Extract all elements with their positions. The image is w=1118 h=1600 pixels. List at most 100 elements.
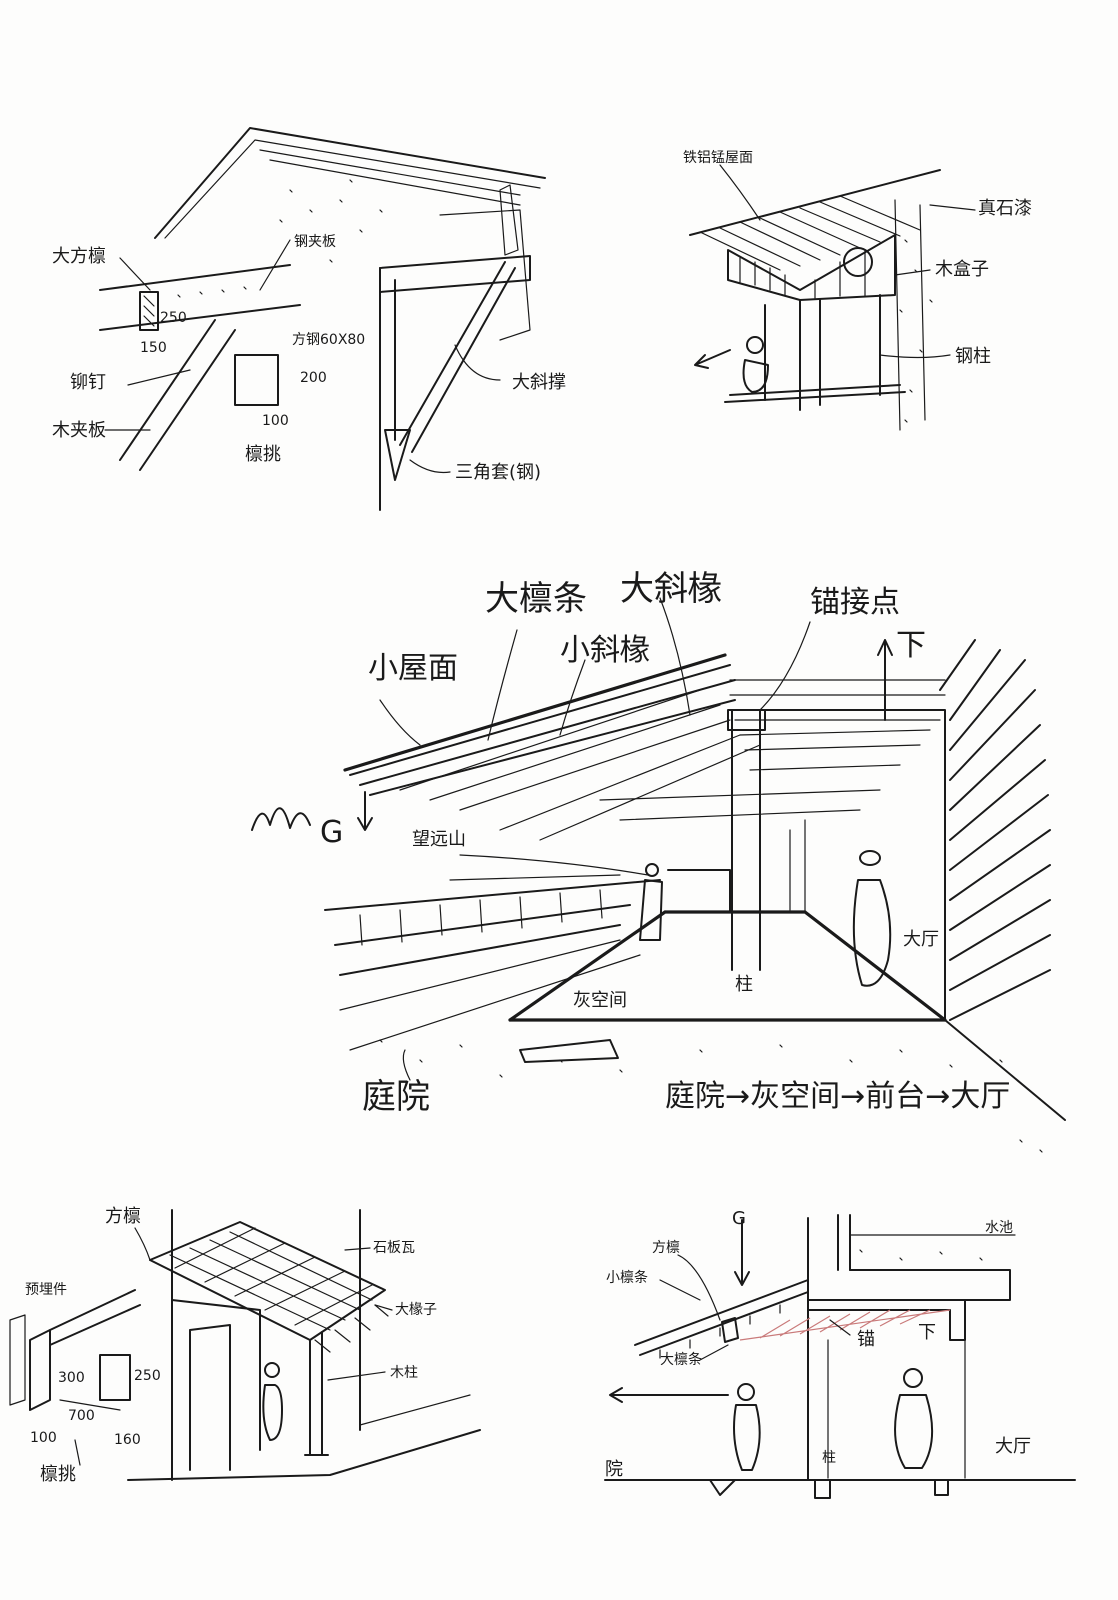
side-walls <box>171 1209 361 1481</box>
label-pool: 水池 <box>985 1220 1013 1236</box>
label-gravity: G <box>320 815 343 850</box>
label-roof: 铁铝锰屋面 <box>683 150 753 166</box>
label-courtyard: 庭院 <box>362 1077 430 1117</box>
pool-water <box>849 1234 1016 1261</box>
label-hall: 大厅 <box>903 929 939 950</box>
label-dim-250: 250 <box>160 310 187 326</box>
purlin-bracket-beam <box>49 1289 141 1346</box>
person-large-body <box>852 879 892 987</box>
wood-box-slats <box>739 249 866 299</box>
under-roof-lines <box>599 719 941 821</box>
leader-purlin-bracket <box>74 1439 81 1466</box>
view-line <box>449 854 649 881</box>
wall-texture <box>279 179 383 263</box>
roof-front-edge <box>343 653 727 772</box>
leader-stone-paint <box>929 204 976 211</box>
label-anchor-point: 锚接点 <box>810 585 900 620</box>
footings <box>709 1479 949 1499</box>
vertical-post <box>379 267 396 511</box>
exit-arrow <box>609 1387 729 1403</box>
leader-triangle <box>409 459 451 474</box>
leader-wood-box <box>894 269 931 276</box>
leader-big-purlin <box>487 629 518 741</box>
label-pre-embedded: 预埋件 <box>25 1282 67 1298</box>
wood-grain <box>143 295 155 327</box>
ground-lines <box>339 939 641 1051</box>
leader-square-purlin <box>677 1254 721 1321</box>
person-head <box>264 1362 280 1378</box>
direction-arrow <box>694 349 731 369</box>
leader-roof <box>719 164 761 221</box>
label-big-rafter: 大椽子 <box>395 1302 437 1318</box>
stepping-stone <box>519 1039 619 1063</box>
label-down: 下 <box>896 628 926 663</box>
gravity-arrow <box>734 1219 750 1286</box>
person-right-head <box>903 1368 923 1388</box>
diagonal-brace <box>399 261 516 453</box>
roof-rafters <box>259 149 521 206</box>
label-steel-column: 钢柱 <box>955 346 991 367</box>
wall-base <box>944 1019 1066 1121</box>
stone-joints <box>359 889 603 946</box>
label-dim-700: 700 <box>68 1408 95 1424</box>
label-dim-300: 300 <box>58 1370 85 1386</box>
label-sequence: 庭院→灰空间→前台→大厅 <box>665 1079 1010 1114</box>
wall-hatching <box>939 639 1051 1021</box>
label-small-roof: 小屋面 <box>368 651 458 686</box>
label-dim-150: 150 <box>140 340 167 356</box>
person-small-head <box>645 863 659 877</box>
person-body <box>742 359 769 393</box>
back-wall-right <box>789 819 806 913</box>
leader-big-rafter <box>659 597 691 716</box>
label-hall: 大厅 <box>995 1436 1031 1457</box>
roof-edge-line <box>154 127 546 239</box>
label-view-mountain: 望远山 <box>412 829 466 850</box>
mountain-icon <box>251 807 311 831</box>
person-body <box>262 1384 283 1441</box>
roof-corrugation <box>699 195 921 271</box>
sketch-bottom-right: G 方檩 小檩条 大檩条 水池 锚 下 柱 院 大厅 <box>604 1208 1076 1499</box>
label-big-purlin: 大檩条 <box>485 579 587 619</box>
leader-square-purlin <box>134 1227 151 1261</box>
leader-anchor <box>829 1319 851 1336</box>
column-anchor <box>727 709 766 731</box>
label-wood-box: 木盒子 <box>935 259 989 280</box>
gray-space-floor <box>508 910 947 1022</box>
label-down: 下 <box>918 1322 936 1343</box>
label-square-purlin: 方檩 <box>652 1239 680 1256</box>
label-big-purlin: 大檩条 <box>660 1351 702 1368</box>
label-stone-paint: 真石漆 <box>978 198 1032 219</box>
section-wall <box>807 1214 851 1481</box>
right-wall <box>894 199 926 431</box>
leader-courtyard <box>402 1049 411 1081</box>
wood-box <box>727 234 896 301</box>
label-square-purlin: 方檩 <box>105 1206 141 1227</box>
leader-big-rafter <box>374 1304 393 1311</box>
eave-fascia <box>439 209 531 341</box>
label-dim-100: 100 <box>30 1430 57 1446</box>
embedded-plate <box>29 1329 51 1411</box>
purlin-section <box>99 1354 131 1401</box>
leader-small-purlin <box>659 1279 701 1301</box>
person-left-body <box>733 1404 761 1471</box>
roof-slope <box>634 1279 809 1356</box>
leader-small-rafter <box>559 659 586 736</box>
label-column: 柱 <box>735 974 753 995</box>
roof-ridge-line <box>689 169 941 236</box>
label-purlin-bracket: 檩挑 <box>245 444 281 465</box>
person-large-head <box>859 850 881 866</box>
label-dim-250: 250 <box>134 1368 161 1384</box>
label-gray-space: 灰空间 <box>573 990 627 1011</box>
dimension-700 <box>59 1399 121 1411</box>
person-head <box>746 336 764 354</box>
leader-steel-plate <box>259 239 291 291</box>
pool-slab <box>849 1269 1011 1301</box>
stone-wall <box>324 879 661 976</box>
columns <box>827 1339 966 1479</box>
purlin-lines <box>99 264 301 331</box>
label-wood-column: 木柱 <box>390 1365 418 1381</box>
triangle-steel-plate <box>384 429 411 481</box>
steel-columns <box>764 294 881 411</box>
